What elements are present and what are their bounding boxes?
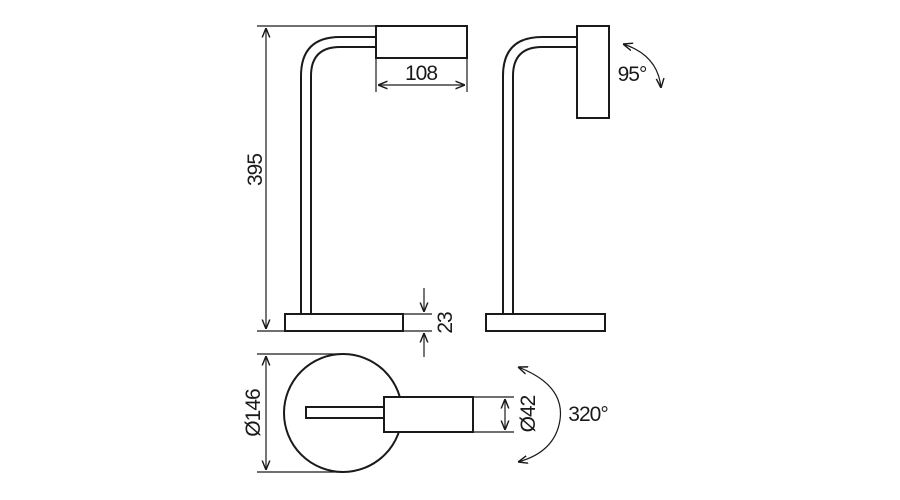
rotation-arc (518, 367, 562, 462)
front-view: 395 108 23 (244, 25, 468, 357)
side-view-head (576, 25, 610, 119)
front-view-stem (300, 36, 377, 314)
front-view-stem-inner (310, 46, 377, 314)
top-view-arm (305, 406, 387, 419)
top-view-head (383, 396, 474, 433)
dim-height-label: 395 (244, 154, 267, 186)
side-view-stem-inner (512, 46, 577, 314)
side-view-stem (502, 36, 577, 314)
tilt-arc (623, 44, 661, 88)
tilt-label: 95° (618, 63, 647, 86)
side-view-base (485, 313, 606, 332)
dim-base-dia-label: Ø146 (242, 389, 265, 437)
front-view-base (284, 313, 404, 332)
dim-base-label: 23 (434, 312, 457, 334)
rotation-label: 320° (568, 403, 608, 426)
dim-head-width-label: 108 (405, 62, 437, 85)
top-view: Ø146 Ø42 320° (242, 353, 609, 473)
side-view: 95° (485, 25, 661, 332)
front-view-head (375, 25, 468, 59)
dim-head-dia-label: Ø42 (517, 395, 540, 432)
